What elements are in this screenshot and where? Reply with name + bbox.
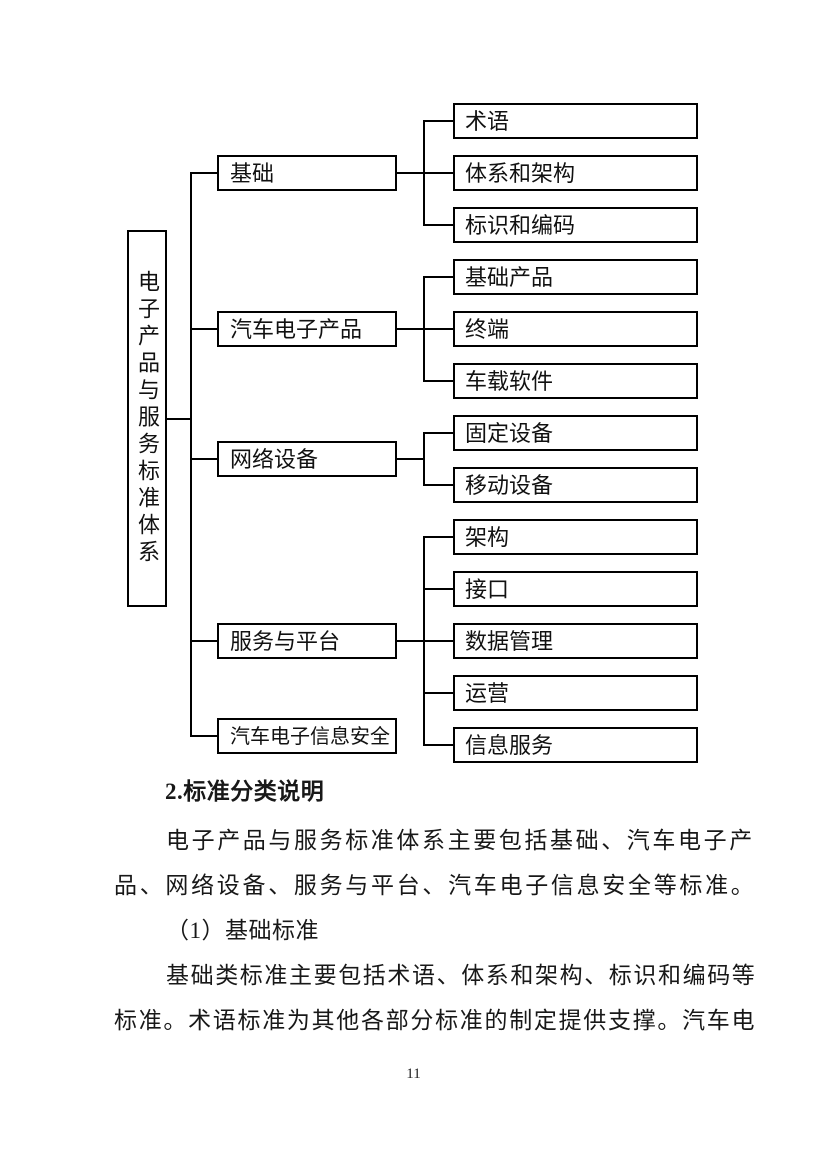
leaf-box-shuju-guanli: 数据管理 xyxy=(453,623,698,659)
leaf-label: 终端 xyxy=(465,316,510,342)
leaf-label: 体系和架构 xyxy=(465,160,576,186)
body-line-1: 电子产品与服务标准体系主要包括基础、汽车电子产 xyxy=(166,828,755,853)
branch-box-jichu: 基础 xyxy=(217,155,397,191)
leaf-label: 固定设备 xyxy=(465,420,554,446)
leaf-label: 移动设备 xyxy=(465,472,554,498)
body-line-4: 标准。术语标准为其他各部分标准的制定提供支撑。汽车电 xyxy=(114,1008,757,1033)
branch-box-xinxi-anquan: 汽车电子信息安全 xyxy=(217,718,397,754)
connector-branch4-stub xyxy=(190,735,217,737)
connector-group0-c0 xyxy=(423,120,453,122)
leaf-box-jichu-chanpin: 基础产品 xyxy=(453,259,698,295)
connector-group1-c1 xyxy=(423,328,453,330)
leaf-label: 数据管理 xyxy=(465,628,554,654)
leaf-box-biaoshi: 标识和编码 xyxy=(453,207,698,243)
connector-branch0-stub xyxy=(190,172,217,174)
branch-label: 网络设备 xyxy=(230,446,319,472)
leaf-box-jiekou: 接口 xyxy=(453,571,698,607)
branch-label: 汽车电子产品 xyxy=(230,316,363,342)
leaf-label: 术语 xyxy=(465,108,510,134)
leaf-box-tixi-jiagou: 体系和架构 xyxy=(453,155,698,191)
connector-branch3-stub xyxy=(190,640,217,642)
leaf-box-yunying: 运营 xyxy=(453,675,698,711)
connector-group2-c0 xyxy=(423,432,453,434)
leaf-box-xinxi-fuwu: 信息服务 xyxy=(453,727,698,763)
body-line-3: 基础类标准主要包括术语、体系和架构、标识和编码等 xyxy=(166,963,757,988)
leaf-label: 标识和编码 xyxy=(465,212,576,238)
body-line-2: 品、网络设备、服务与平台、汽车电子信息安全等标准。 xyxy=(114,873,757,898)
branch-label: 汽车电子信息安全 xyxy=(230,725,390,748)
connector-group3-c3 xyxy=(423,692,453,694)
branch-label: 基础 xyxy=(230,160,275,186)
leaf-box-guding-shebei: 固定设备 xyxy=(453,415,698,451)
leaf-label: 车载软件 xyxy=(465,368,554,394)
leaf-box-yidong-shebei: 移动设备 xyxy=(453,467,698,503)
branch-box-fuwu-pingtai: 服务与平台 xyxy=(217,623,397,659)
connector-root-stub xyxy=(167,418,191,420)
connector-group3-c0 xyxy=(423,536,453,538)
page-number: 11 xyxy=(406,1066,421,1082)
leaf-box-chezai-ruanjian: 车载软件 xyxy=(453,363,698,399)
leaf-label: 基础产品 xyxy=(465,264,554,290)
connector-group1-c0 xyxy=(423,276,453,278)
connector-spine xyxy=(190,172,192,737)
connector-group1-c2 xyxy=(423,380,453,382)
connector-group3-out xyxy=(397,640,424,642)
leaf-label: 运营 xyxy=(465,680,510,706)
connector-group3-c4 xyxy=(423,744,453,746)
section-heading: 2.标准分类说明 xyxy=(165,779,325,804)
leaf-box-zhongduan: 终端 xyxy=(453,311,698,347)
connector-group2-vert xyxy=(423,432,425,486)
leaf-box-shuyu: 术语 xyxy=(453,103,698,139)
connector-group0-out xyxy=(397,172,424,174)
hierarchy-root-box: 电子产品与服务标准体系 xyxy=(127,230,167,607)
hierarchy-root-label: 电子产品与服务标准体系 xyxy=(135,270,160,567)
connector-group0-c2 xyxy=(423,224,453,226)
connector-branch2-stub xyxy=(190,458,217,460)
connector-group3-c2 xyxy=(423,640,453,642)
leaf-label: 接口 xyxy=(465,576,510,602)
connector-branch1-stub xyxy=(190,328,217,330)
leaf-box-jiagou: 架构 xyxy=(453,519,698,555)
sub-heading: （1）基础标准 xyxy=(166,918,319,943)
branch-box-wangluo-shebei: 网络设备 xyxy=(217,441,397,477)
branch-label: 服务与平台 xyxy=(230,628,341,654)
connector-group0-c1 xyxy=(423,172,453,174)
leaf-label: 架构 xyxy=(465,524,510,550)
connector-group3-c1 xyxy=(423,588,453,590)
leaf-label: 信息服务 xyxy=(465,732,554,758)
connector-group2-c1 xyxy=(423,484,453,486)
connector-group1-out xyxy=(397,328,424,330)
connector-group2-out xyxy=(397,458,424,460)
branch-box-qiche-dianzi: 汽车电子产品 xyxy=(217,311,397,347)
